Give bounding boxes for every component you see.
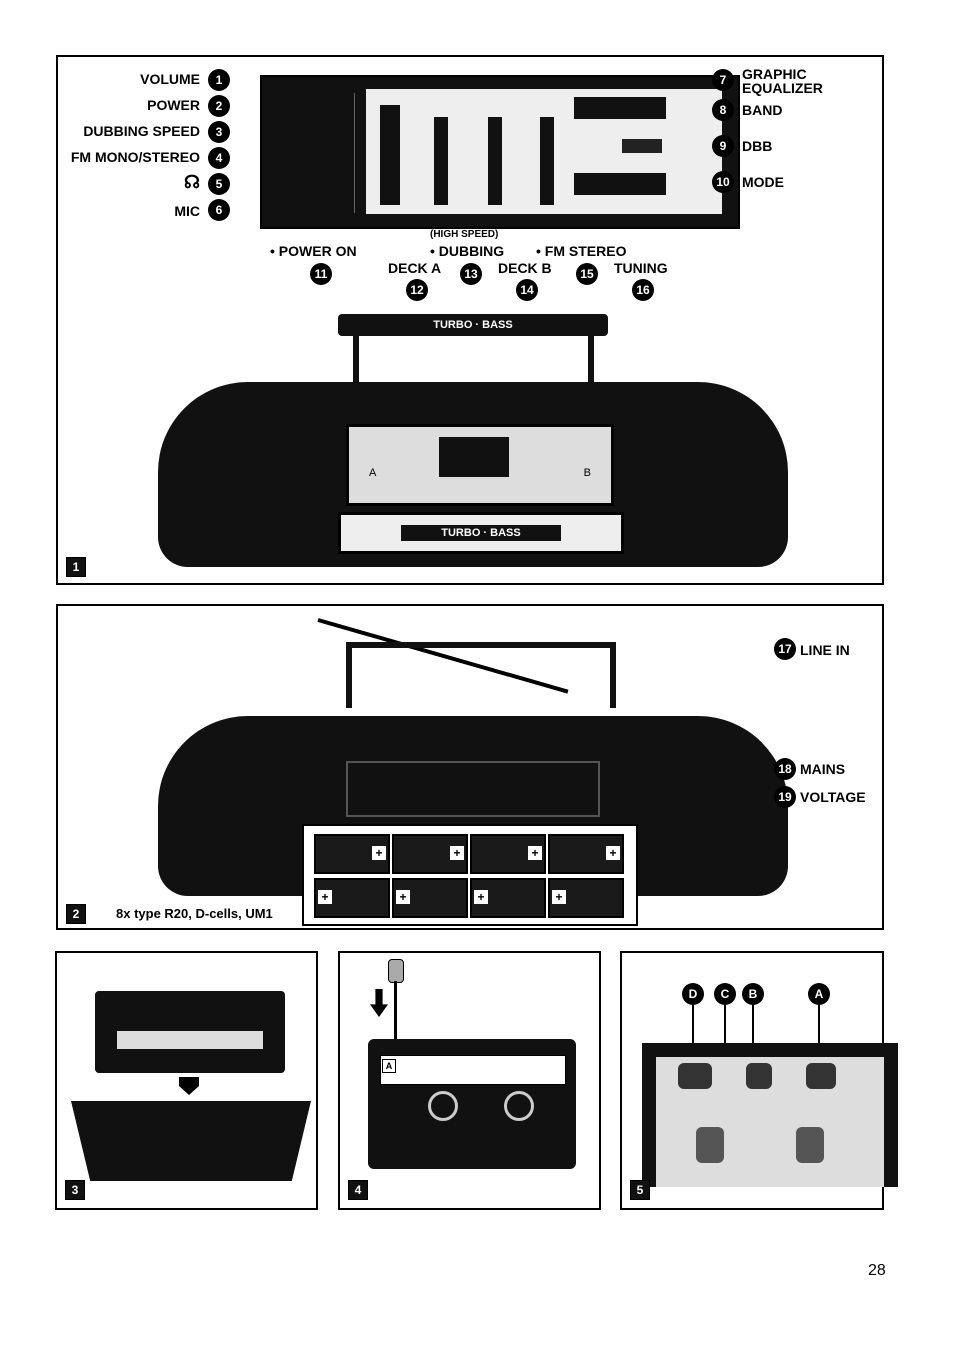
callout-12: 12 xyxy=(406,279,428,301)
callout-7: 7 xyxy=(712,69,734,91)
power-on-label: • POWER ON xyxy=(270,243,357,259)
callout-5: 5 xyxy=(208,173,230,195)
figure-4-number: 4 xyxy=(348,1180,368,1200)
fm-stereo-label: • FM STEREO xyxy=(536,243,627,259)
dbb-label: DBB xyxy=(742,138,773,154)
cassette-illustration: A xyxy=(368,1039,576,1169)
figure-5-number: 5 xyxy=(630,1180,650,1200)
dubbing-label: • DUBBING xyxy=(430,243,505,259)
headphones-icon: ☊ xyxy=(184,172,200,192)
callout-13: 13 xyxy=(460,263,482,285)
callout-4: 4 xyxy=(208,147,230,169)
figure-1-panel: VOLUME POWER DUBBING SPEED FM MONO/STERE… xyxy=(56,55,884,585)
mic-label: MIC xyxy=(174,203,200,219)
line-in-label: LINE IN xyxy=(800,642,850,658)
mode-label: MODE xyxy=(742,174,784,190)
band-label: BAND xyxy=(742,102,783,118)
figure-2-number: 2 xyxy=(66,904,86,924)
radio-back-illustration xyxy=(158,616,788,906)
callout-3: 3 xyxy=(208,121,230,143)
callout-16: 16 xyxy=(632,279,654,301)
dubbing-speed-label: DUBBING SPEED xyxy=(83,123,200,139)
deck-a-label: DECK A xyxy=(388,260,442,276)
callout-17: 17 xyxy=(774,638,796,660)
tuning-label: TUNING xyxy=(614,260,668,276)
callout-15: 15 xyxy=(576,263,598,285)
cassette-insert-illustration xyxy=(71,991,311,1181)
cassette-b-mark: B xyxy=(583,467,591,479)
power-label: POWER xyxy=(147,97,200,113)
figure-4-panel: A 4 xyxy=(338,951,601,1210)
radio-front-illustration: TURBO · BASS A B TURBO · BASS xyxy=(158,312,788,572)
figure-3-panel: 3 xyxy=(55,951,318,1210)
high-speed-label: (HIGH SPEED) xyxy=(430,229,499,240)
head-b: B xyxy=(742,983,764,1005)
figure-2-panel: + + + + + + + + 17 LINE IN 18 MAINS 19 V… xyxy=(56,604,884,930)
callout-11: 11 xyxy=(310,263,332,285)
page-number: 28 xyxy=(868,1262,886,1279)
screwdriver-illustration xyxy=(388,959,404,1049)
callout-2: 2 xyxy=(208,95,230,117)
fm-mono-stereo-label: FM MONO/STEREO xyxy=(70,149,200,165)
volume-label: VOLUME xyxy=(140,71,200,87)
cassette-side-a: A xyxy=(382,1059,396,1073)
figure-5-panel: D C B A 5 xyxy=(620,951,898,1210)
control-panel-illustration xyxy=(260,75,740,229)
front-turbo-bass-text: TURBO · BASS xyxy=(401,525,561,541)
battery-compartment: + + + + + + + + xyxy=(302,824,638,926)
callout-8: 8 xyxy=(712,99,734,121)
callout-10: 10 xyxy=(712,171,734,193)
graphic-label: GRAPHIC xyxy=(742,66,807,82)
head-a: A xyxy=(808,983,830,1005)
voltage-label: VOLTAGE xyxy=(800,789,866,805)
battery-caption: 8x type R20, D-cells, UM1 xyxy=(116,906,273,921)
figure-1-number: 1 xyxy=(66,557,86,577)
handle-turbo-bass-text: TURBO · BASS xyxy=(433,319,513,331)
callout-14: 14 xyxy=(516,279,538,301)
callout-1: 1 xyxy=(208,69,230,91)
mains-label: MAINS xyxy=(800,761,846,777)
callout-19: 19 xyxy=(774,786,796,808)
head-d: D xyxy=(682,983,704,1005)
cassette-a-mark: A xyxy=(369,467,377,479)
equalizer-label: EQUALIZER xyxy=(742,80,823,96)
callout-18: 18 xyxy=(774,758,796,780)
figure-3-number: 3 xyxy=(65,1180,85,1200)
head-c: C xyxy=(714,983,736,1005)
callout-9: 9 xyxy=(712,135,734,157)
callout-6: 6 xyxy=(208,199,230,221)
arrow-down-icon xyxy=(370,989,388,1017)
deck-b-label: DECK B xyxy=(498,260,552,276)
tape-heads-illustration xyxy=(642,1043,898,1187)
